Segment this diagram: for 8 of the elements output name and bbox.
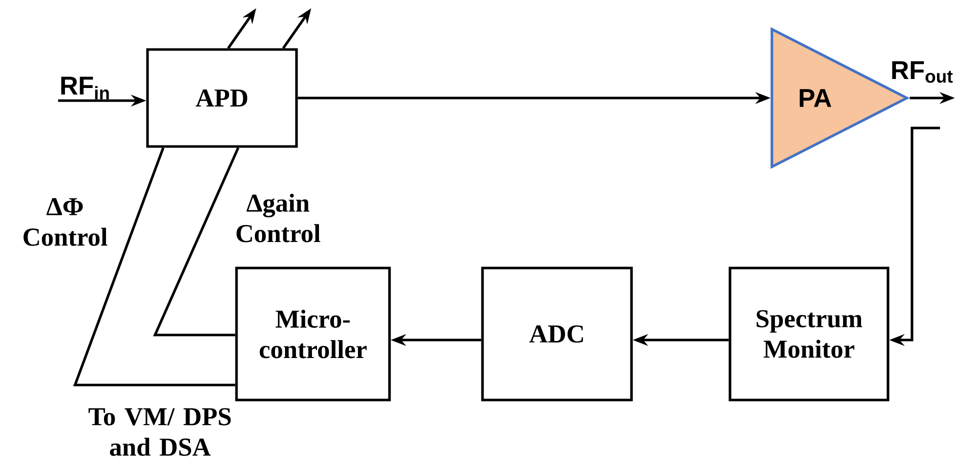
- edge-label: Δgain Control: [228, 192, 328, 244]
- process-box: Spectrum Monitor: [728, 266, 890, 402]
- signal-label: RF$_{in}$: [61, 76, 109, 100]
- process-box: Micro- controller: [235, 266, 391, 402]
- process-box: APD: [146, 48, 298, 148]
- note-label: To VM/ DPS and DSA: [88, 408, 231, 456]
- process-box: ADC: [481, 266, 633, 402]
- edge-label: ΔΦ Control: [16, 196, 115, 248]
